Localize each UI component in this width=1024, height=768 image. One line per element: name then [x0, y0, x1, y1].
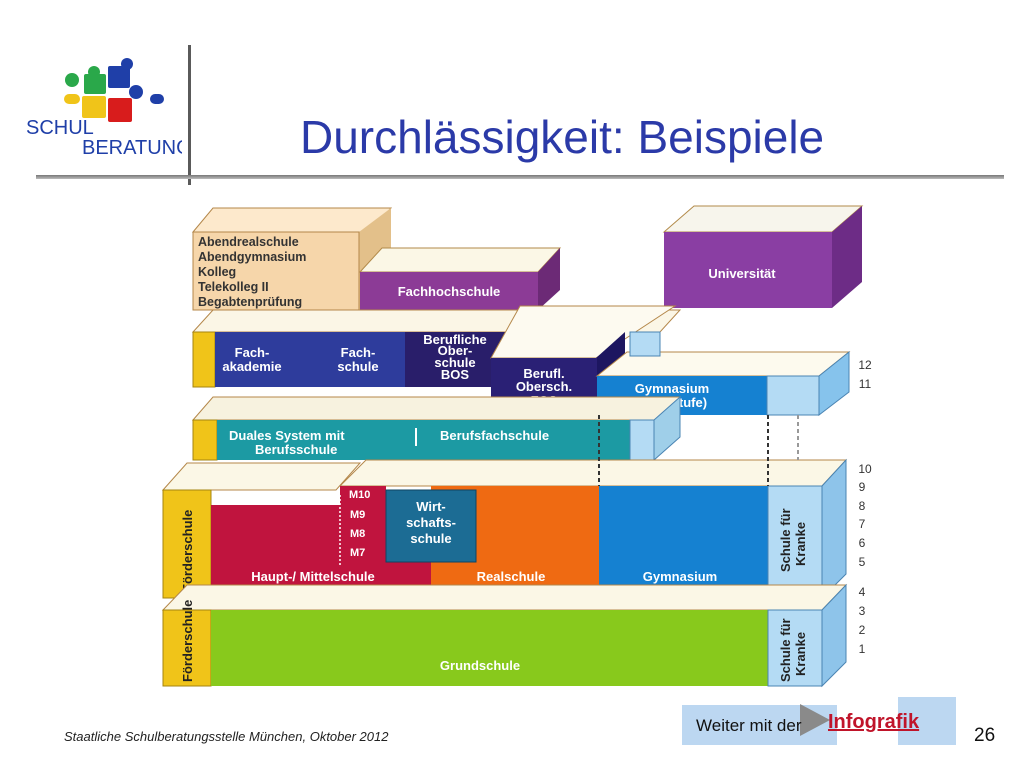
header-vertical-divider: [188, 45, 191, 185]
duales-side: [653, 395, 681, 462]
abend-block-top: [191, 207, 393, 233]
universitaet-block: [664, 232, 832, 308]
header-horizontal-divider: [36, 175, 1004, 179]
grade-12: 12: [858, 358, 872, 372]
bos-label-3: schule: [434, 355, 475, 370]
fos-label-2: Obersch.: [516, 379, 572, 394]
grade-3: 3: [859, 604, 866, 618]
abend-block: [192, 231, 360, 311]
tier2-right-edge: [629, 331, 661, 357]
wirtschaftsschule-block: [385, 489, 477, 563]
fachhochschule-top: [358, 247, 562, 273]
realschule-label: Realschule: [477, 569, 546, 584]
wirtschaftsschule-label-1: Wirt-: [416, 499, 446, 514]
kranke-upper-block: [767, 485, 823, 599]
wirtschaftsschule-label-2: schafts-: [406, 515, 456, 530]
grade-4: 4: [859, 585, 866, 599]
grade-8: 8: [859, 499, 866, 513]
grade-7: 7: [859, 517, 866, 531]
page-number: 26: [974, 725, 996, 746]
foerderschule-upper-label: Förderschule: [180, 510, 195, 592]
berufsfachschule-label: Berufsfachschule: [440, 428, 549, 443]
fachakademie-label-1: Fach-: [235, 345, 270, 360]
bos-label-2: Ober-: [438, 343, 473, 358]
fos-label-1: Berufl.: [523, 366, 564, 381]
grade-m8: M8: [350, 528, 365, 540]
logo-line2: BERATUNG: [82, 137, 182, 159]
bos-label-4: BOS: [441, 367, 470, 382]
fachhochschule-block: [360, 272, 538, 310]
fachschule-block: [325, 332, 405, 387]
kranke-lower-side: [821, 583, 847, 688]
fachakademie-label-2: akademie: [222, 359, 281, 374]
fachschule-label-2: schule: [337, 359, 378, 374]
abend-label-5: Begabtenprüfung: [198, 295, 302, 309]
abend-label-3: Kolleg: [198, 265, 236, 279]
grade-1: 1: [859, 642, 866, 656]
tier2-edge: [192, 331, 216, 388]
duales-block: [217, 420, 630, 460]
play-arrow-icon[interactable]: [798, 702, 832, 738]
schulberatung-logo: SCHUL BERATUNG: [26, 58, 182, 159]
universitaet-top: [662, 205, 864, 233]
kranke-lower-label-2: Kranke: [793, 632, 808, 676]
fachschule-label-1: Fach-: [341, 345, 376, 360]
kranke-lower-label-1: Schule für: [778, 618, 793, 682]
sek1-top-left: [161, 462, 362, 491]
abend-label-1: Abendrealschule: [198, 235, 299, 249]
nav-box-right: [898, 697, 956, 745]
infografik-link[interactable]: Infografik: [828, 711, 920, 733]
bos-label-1: Berufliche: [423, 332, 487, 347]
fachhochschule-label: Fachhochschule: [398, 284, 501, 299]
kranke-upper-side: [821, 458, 847, 600]
grade-9: 9: [859, 480, 866, 494]
kranke-upper-label-1: Schule für: [778, 508, 793, 572]
grade-m10: M10: [349, 489, 370, 501]
universitaet-side: [832, 206, 862, 308]
gymnasium-oberstufe-light: [766, 375, 820, 416]
sek1-top: [338, 459, 848, 487]
duales-label-2: Berufsschule: [255, 442, 337, 457]
grade-m9: M9: [350, 509, 365, 521]
fachhochschule-side: [538, 248, 560, 310]
fachakademie-block: [215, 332, 325, 387]
grade-m7: M7: [350, 547, 365, 559]
mittelschule-grades-block: [340, 486, 386, 564]
grundschule-block: [211, 610, 768, 686]
duales-edge: [192, 419, 218, 461]
gymnasium-block: [599, 486, 768, 598]
grade-2: 2: [859, 623, 866, 637]
gymnasium-label: Gymnasium: [643, 569, 717, 584]
kranke-lower-block: [767, 609, 823, 687]
duales-light-end: [629, 419, 655, 461]
grade-6: 6: [859, 536, 866, 550]
slide-title: Durchlässigkeit: Beispiele: [300, 111, 825, 163]
duales-label-1: Duales System mit: [229, 428, 345, 443]
nav-prefix-text: Weiter mit der: [696, 716, 802, 735]
foerderschule-upper: [162, 489, 212, 599]
grundschule-label: Grundschule: [440, 658, 520, 673]
abend-label-2: Abendgymnasium: [198, 250, 306, 264]
hauptschule-label: Haupt-/ Mittelschule: [251, 569, 375, 584]
logo-line1: SCHUL: [26, 117, 94, 139]
gymnasium-oberstufe-label-1: Gymnasium: [635, 381, 709, 396]
universitaet-label: Universität: [708, 266, 776, 281]
grundschule-top: [161, 584, 848, 611]
foerderschule-lower-label: Förderschule: [180, 600, 195, 682]
grade-10: 10: [858, 462, 872, 476]
wirtschaftsschule-label-3: schule: [410, 531, 451, 546]
foerderschule-lower: [162, 609, 212, 687]
duales-top: [191, 396, 682, 421]
abend-label-4: Telekolleg II: [198, 280, 269, 294]
footer-text: Staatliche Schulberatungsstelle München,…: [64, 729, 389, 744]
grade-5: 5: [859, 555, 866, 569]
kranke-upper-label-2: Kranke: [793, 522, 808, 566]
grade-11: 11: [859, 377, 872, 391]
